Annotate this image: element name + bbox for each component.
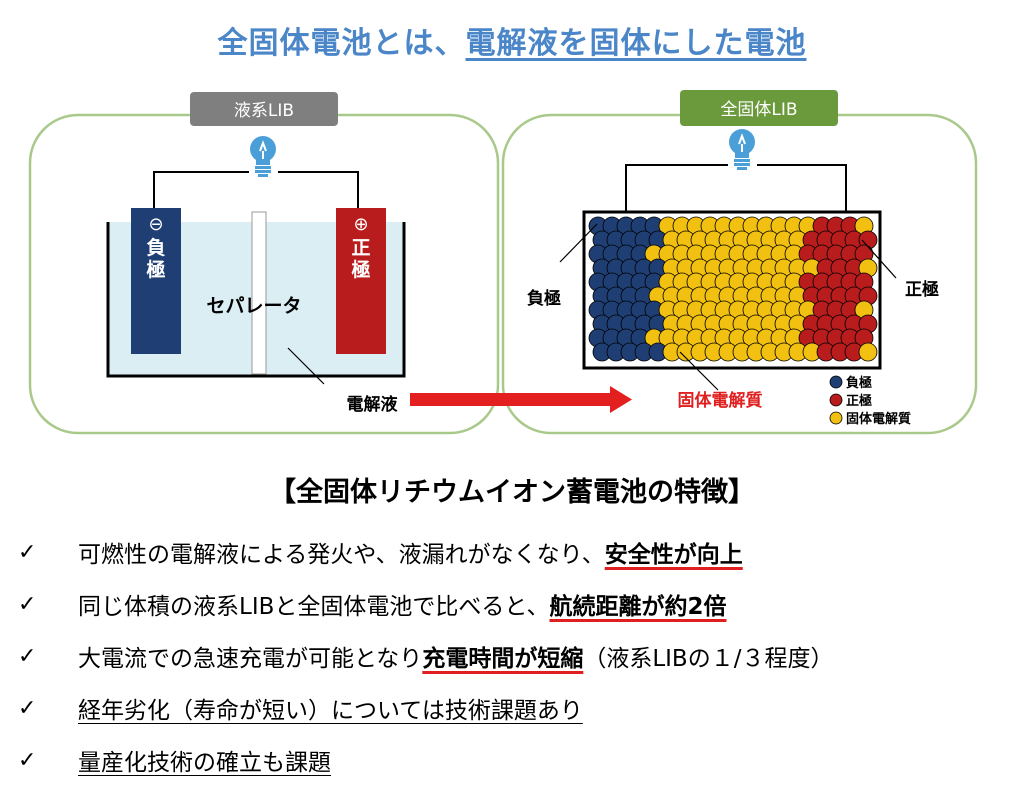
- solid-tag-box: [680, 90, 838, 126]
- solid-electrolyte-label: 固体電解質: [678, 390, 763, 411]
- electrolyte-label: 電解液: [347, 394, 398, 415]
- positive-symbol: ⊕: [353, 214, 368, 235]
- liquid-tag-box: [190, 92, 338, 126]
- list-item: ✓ 量産化技術の確立も課題: [14, 734, 1014, 786]
- legend-negative-label: 負極: [846, 375, 872, 391]
- wire-right: [757, 164, 847, 212]
- title-part1: 全固体電池とは、: [217, 26, 466, 61]
- solid-positive-label: 正極: [905, 279, 939, 300]
- solid-lib-panel: 全固体LIB 負極 正極 固体電解質 負極 正極 固体電解質: [501, 90, 978, 435]
- negative-electrode: [131, 208, 181, 354]
- solid-negative-label: 負極: [527, 288, 561, 309]
- title-part2: 電解液を固体にした電池: [465, 26, 807, 61]
- features-title: 【全固体リチウムイオン蓄電池の特徴】: [269, 477, 755, 508]
- negative-symbol: ⊖: [148, 214, 163, 235]
- list-item: ✓ 同じ体積の液系LIBと全固体電池で比べると、航続距離が約2倍: [14, 578, 1014, 630]
- page-title: 全固体電池とは、電解液を固体にした電池: [0, 18, 1024, 62]
- check-icon: ✓: [18, 539, 37, 565]
- separator-label: セパレータ: [206, 295, 301, 317]
- feature-text: 可燃性の電解液による発火や、液漏れがなくなり、: [78, 542, 605, 568]
- liquid-tag: 液系LIB: [234, 101, 294, 121]
- feature-text: 経年劣化（寿命が短い）については技術課題あり: [78, 698, 583, 724]
- feature-highlight: 航続距離が約2倍: [549, 594, 727, 620]
- wire-right: [278, 171, 359, 208]
- feature-highlight: 安全性が向上: [604, 542, 743, 568]
- list-item: ✓ 経年劣化（寿命が短い）については技術課題あり: [14, 682, 1014, 734]
- positive-label: 正極: [351, 237, 370, 281]
- check-icon: ✓: [18, 643, 37, 669]
- feature-text: 量産化技術の確立も課題: [78, 750, 331, 776]
- negative-leader: [559, 223, 598, 263]
- particle-field: [588, 216, 878, 362]
- legend: 負極 正極 固体電解質: [829, 375, 911, 427]
- legend-positive-label: 正極: [846, 393, 872, 409]
- check-icon: ✓: [18, 591, 37, 617]
- legend-electrolyte-swatch: [829, 411, 843, 425]
- list-item: ✓ 大電流での急速充電が可能となり充電時間が短縮（液系LIBの１/３程度）: [14, 630, 1014, 682]
- battery-comparison-diagram: 液系LIB ⊖ 負極 ⊕ 正極 セパレータ 電解液 全固体LIB 負極: [28, 90, 978, 435]
- solid-tag: 全固体LIB: [720, 100, 797, 120]
- positive-electrode: [336, 208, 386, 354]
- feature-text: 大電流での急速充電が可能となり: [78, 646, 423, 672]
- check-icon: ✓: [18, 747, 37, 773]
- solid-electrolyte-leader: [679, 351, 719, 391]
- electrolyte-leader: [287, 347, 325, 385]
- feature-text: 同じ体積の液系LIBと全固体電池で比べると、: [78, 594, 550, 620]
- positive-leader: [861, 239, 897, 279]
- wire-left: [625, 164, 728, 212]
- feature-highlight: 充電時間が短縮: [422, 646, 584, 672]
- legend-electrolyte-label: 固体電解質: [846, 411, 911, 427]
- electrolyte-particle: [858, 342, 878, 362]
- check-icon: ✓: [18, 695, 37, 721]
- separator: [251, 211, 267, 375]
- feature-note: （液系LIBの１/３程度）: [583, 646, 834, 672]
- features-list: ✓ 可燃性の電解液による発火や、液漏れがなくなり、安全性が向上 ✓ 同じ体積の液…: [14, 526, 1014, 786]
- legend-negative-swatch: [829, 375, 843, 389]
- list-item: ✓ 可燃性の電解液による発火や、液漏れがなくなり、安全性が向上: [14, 526, 1014, 578]
- legend-positive-swatch: [829, 393, 843, 407]
- wire-left: [153, 171, 249, 208]
- container: [106, 222, 406, 378]
- liquid-lib-panel: 液系LIB ⊖ 負極 ⊕ 正極 セパレータ 電解液: [28, 92, 500, 435]
- right-arrow-icon: [410, 386, 632, 413]
- negative-label: 負極: [146, 236, 165, 281]
